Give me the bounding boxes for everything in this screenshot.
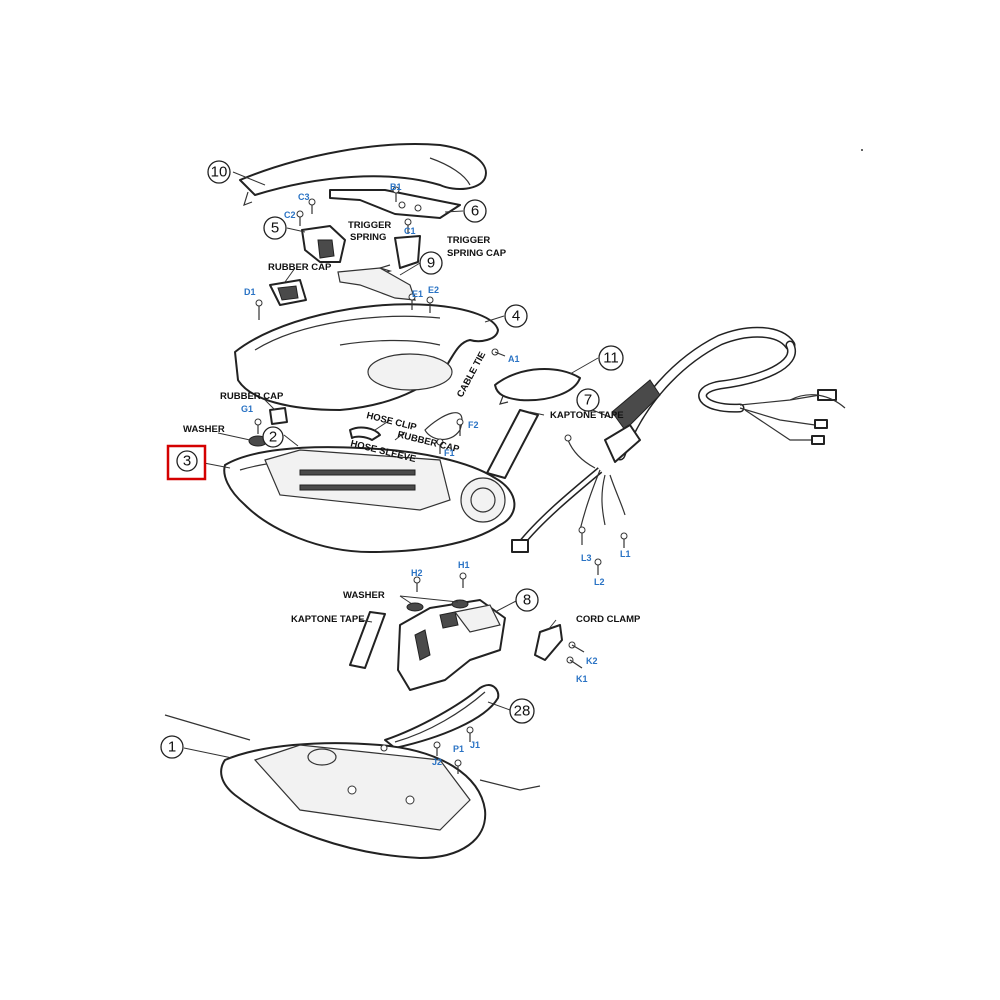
kaptone-tape-strip-right (486, 409, 539, 479)
code-g1: G1 (241, 404, 253, 414)
code-p1: P1 (453, 744, 464, 754)
part-trigger (301, 225, 346, 263)
screw-code-labels: C3 C2 B1 C1 D1 E1 E2 A1 G1 F2 F1 H2 H1 L… (241, 182, 631, 767)
part-lower-housing (223, 446, 516, 553)
callout-6-text: 6 (471, 203, 479, 220)
label-trigger-spring-cap-line1: TRIGGER (447, 235, 490, 246)
code-f1: F1 (444, 448, 455, 458)
code-c3: C3 (298, 192, 310, 202)
part-lever (337, 267, 416, 301)
code-h2: H2 (411, 568, 423, 578)
part-heating-block (397, 599, 506, 691)
callout-3-text: 3 (183, 453, 191, 470)
code-b1: B1 (390, 182, 402, 192)
label-washer-mid: WASHER (343, 590, 385, 601)
callout-28: 28 (509, 698, 535, 724)
screws (254, 186, 628, 774)
callout-6: 6 (463, 199, 487, 223)
code-l1: L1 (620, 549, 631, 559)
callout-8: 8 (515, 588, 539, 612)
callout-10-text: 10 (211, 164, 228, 181)
code-e1: E1 (412, 289, 423, 299)
label-trigger-spring-line1: TRIGGER (348, 220, 391, 231)
code-k1: K1 (576, 674, 588, 684)
callout-10: 10 (207, 160, 231, 184)
component-labels: TRIGGER SPRING TRIGGER SPRING CAP RUBBER… (183, 220, 641, 625)
callout-9: 9 (419, 251, 443, 275)
callout-28-text: 28 (514, 703, 531, 720)
part-gasket (384, 684, 500, 749)
label-trigger-spring-cap-line2: SPRING CAP (447, 248, 507, 259)
part-soleplate (164, 714, 541, 859)
callout-5-text: 5 (271, 220, 279, 237)
callout-2-text: 2 (269, 429, 277, 446)
code-f2: F2 (468, 420, 479, 430)
callout-4-text: 4 (512, 308, 520, 325)
code-l2: L2 (594, 577, 605, 587)
part-upper-housing (234, 303, 499, 411)
label-kaptone-tape-left: KAPTONE TAPE (291, 614, 365, 625)
callout-1: 1 (160, 735, 184, 759)
part-small-cover (494, 368, 581, 405)
label-trigger-spring-line2: SPRING (350, 232, 386, 243)
label-cord-clamp: CORD CLAMP (576, 614, 641, 625)
code-c2: C2 (284, 210, 296, 220)
part-power-cord (604, 326, 846, 463)
callout-1-text: 1 (168, 739, 176, 756)
hose-clip (349, 426, 381, 441)
label-rubber-cap-left: RUBBER CAP (220, 391, 284, 402)
callout-3: 3 (166, 444, 207, 481)
code-e2: E2 (428, 285, 439, 295)
part-top-plate (329, 189, 461, 219)
kaptone-tape-strip-left (349, 611, 386, 669)
rubber-cap-left (269, 407, 288, 425)
code-d1: D1 (244, 287, 256, 297)
callout-11: 11 (598, 345, 624, 371)
label-kaptone-tape-right: KAPTONE TAPE (550, 410, 624, 421)
callout-5: 5 (263, 216, 287, 240)
code-a1: A1 (508, 354, 520, 364)
stray-dot (861, 149, 863, 151)
callout-7-text: 7 (584, 392, 592, 409)
rubber-cap-top (269, 279, 307, 306)
leader-lines (183, 171, 613, 759)
callout-4: 4 (504, 304, 528, 328)
label-cable-tie: CABLE TIE (455, 350, 488, 399)
label-washer-left: WASHER (183, 424, 225, 435)
callout-8-text: 8 (523, 592, 531, 609)
callout-7: 7 (576, 388, 600, 412)
label-rubber-cap-top: RUBBER CAP (268, 262, 332, 273)
callout-3-highlight-box (166, 444, 207, 481)
code-l3: L3 (581, 553, 592, 563)
code-k2: K2 (586, 656, 598, 666)
code-c1: C1 (404, 226, 416, 236)
wiring-harness (511, 434, 626, 553)
callout-9-text: 9 (427, 255, 435, 272)
part-top-handle-cover (239, 143, 487, 206)
cable-tie (424, 412, 463, 440)
code-h1: H1 (458, 560, 470, 570)
code-j2: J2 (432, 757, 442, 767)
code-j1: J1 (470, 740, 480, 750)
cord-clamp (534, 624, 563, 661)
callout-11-text: 11 (603, 350, 619, 367)
callout-2: 2 (262, 426, 284, 448)
